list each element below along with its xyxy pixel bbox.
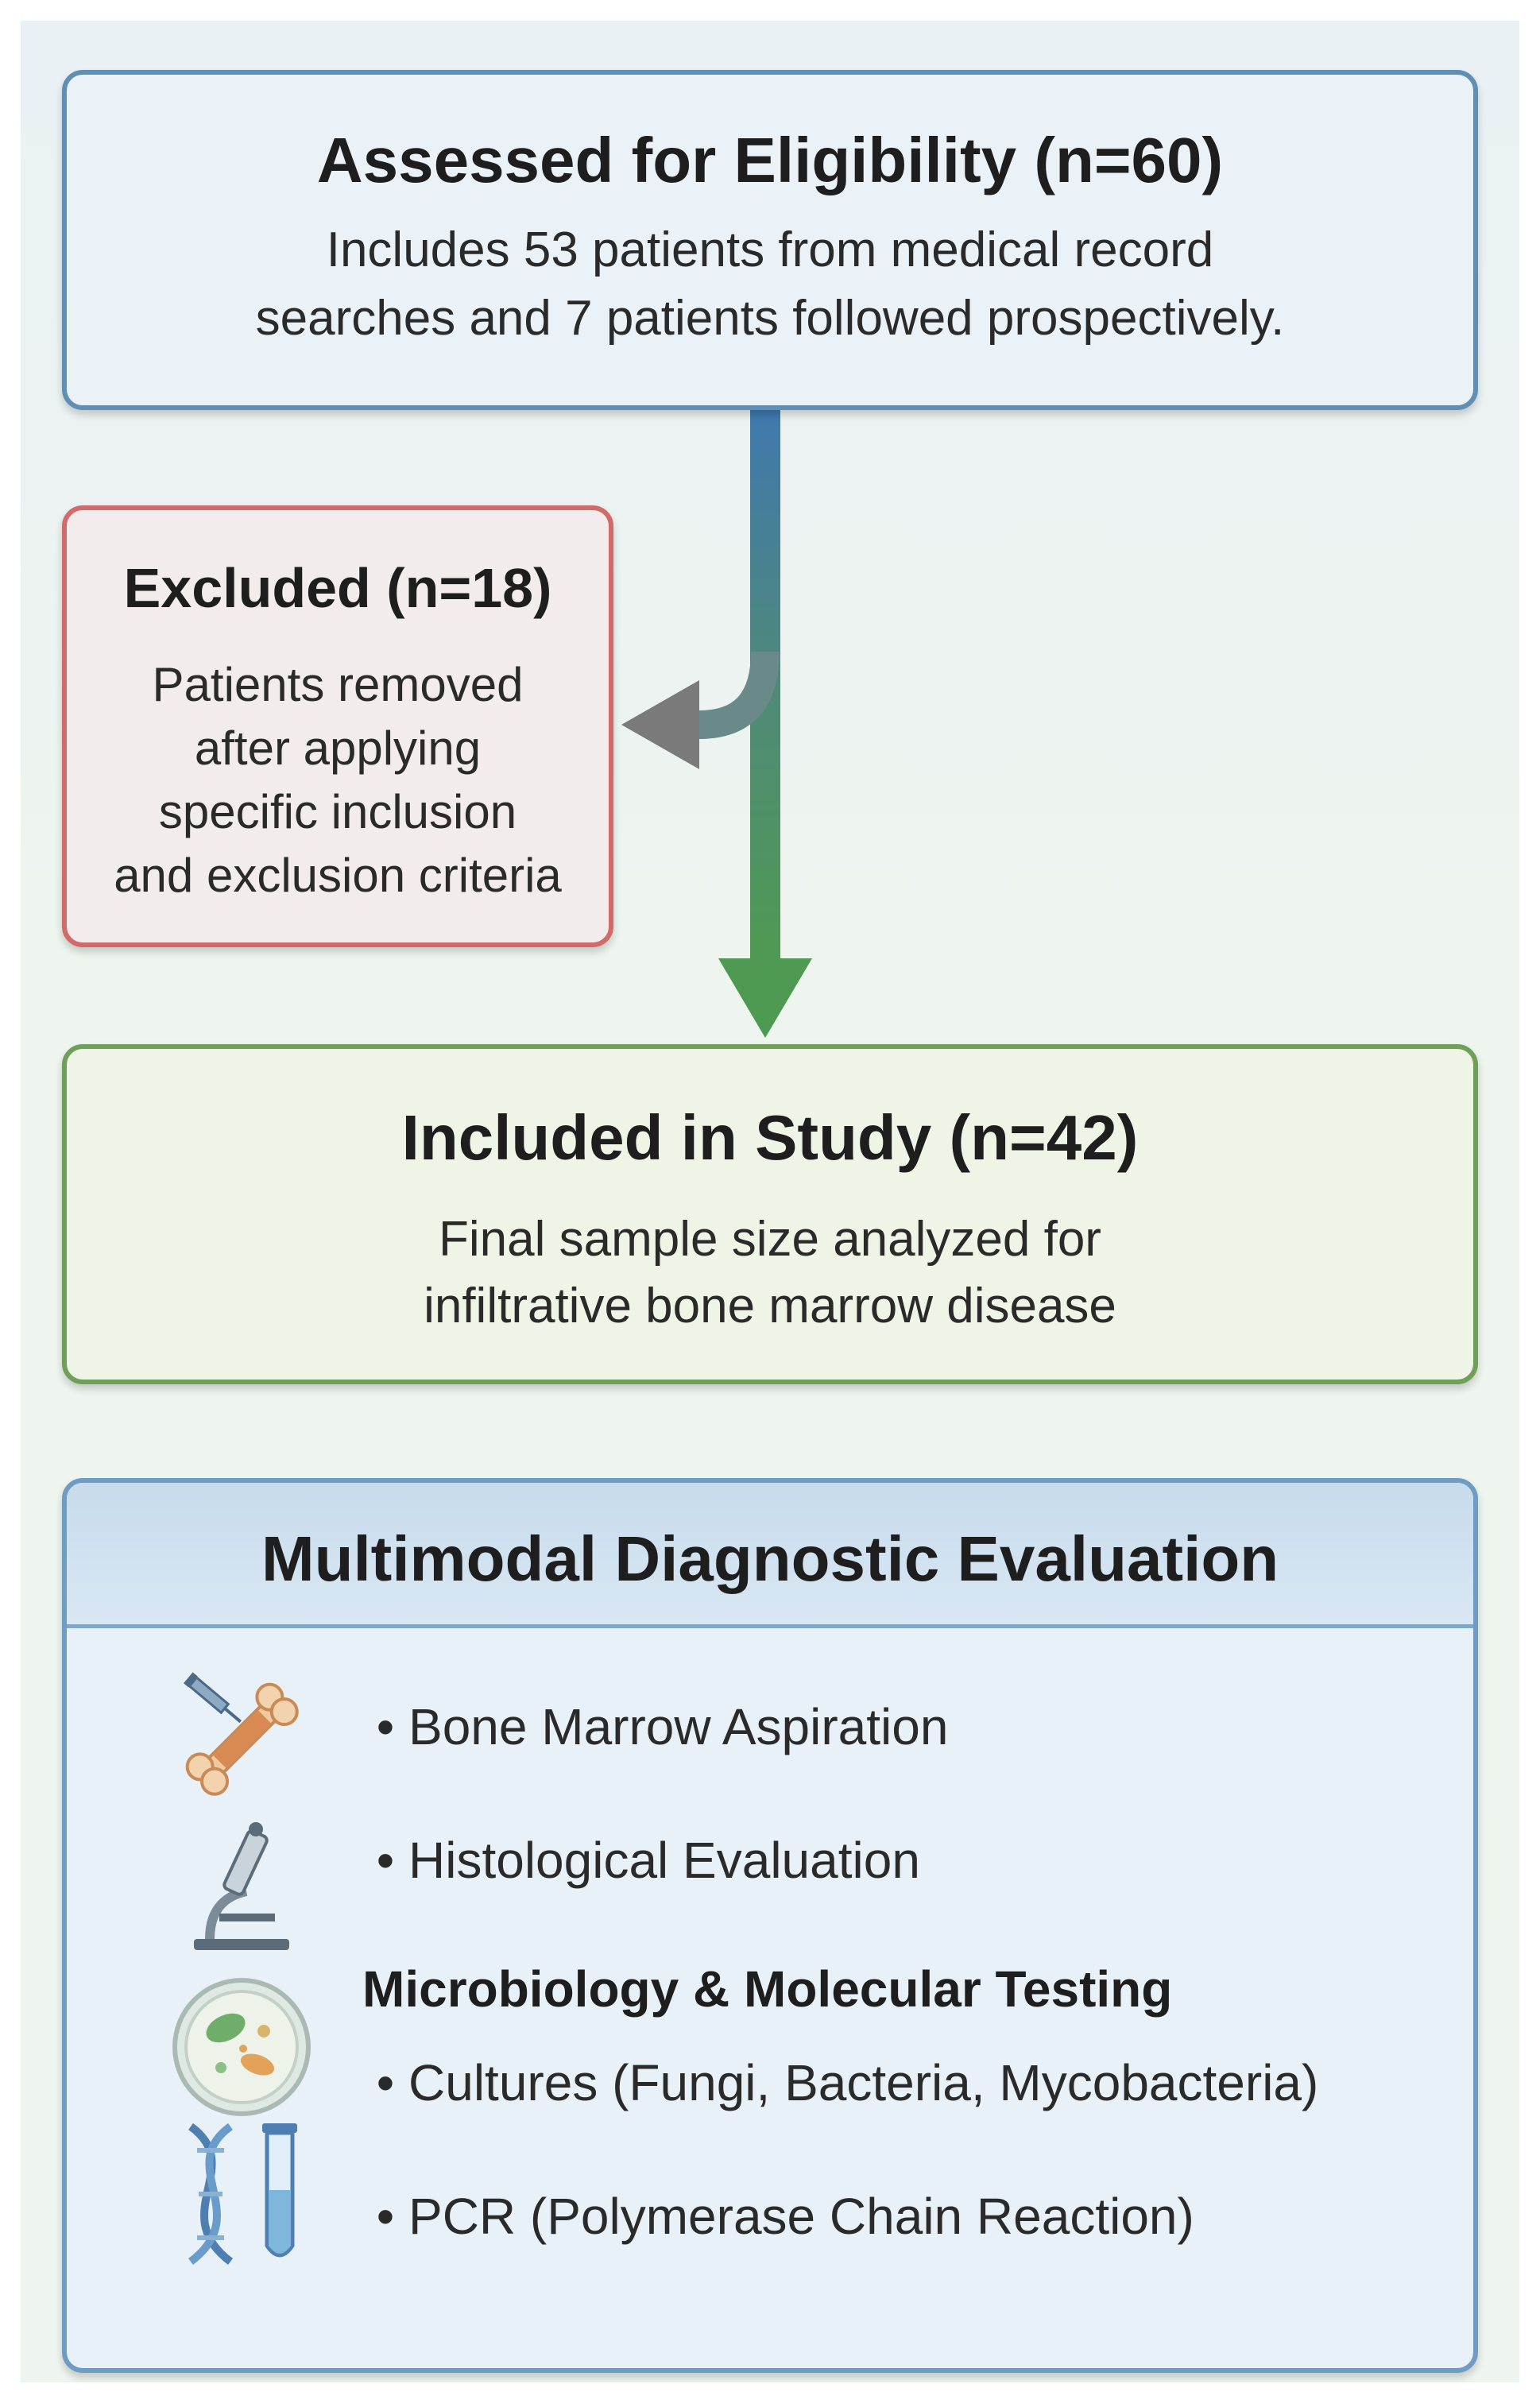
bullet: • — [376, 2054, 395, 2111]
excluded-desc-line-3: specific inclusion — [158, 785, 517, 838]
exclusion-arrow-head — [621, 680, 699, 769]
item-label: PCR (Polymerase Chain Reaction) — [408, 2188, 1194, 2245]
exclusion-arrow-curve — [683, 651, 780, 739]
subheading-microbiology: Microbiology & Molecular Testing — [362, 1960, 1173, 2018]
petri-dish-icon — [172, 1978, 311, 2116]
item-bone-marrow-aspiration: •Bone Marrow Aspiration — [362, 1697, 949, 1756]
assessed-title: Assessed for Eligibility (n=60) — [316, 125, 1224, 195]
item-label: Cultures (Fungi, Bacteria, Mycobacteria) — [408, 2054, 1319, 2111]
bone-syringe-icon — [184, 1672, 299, 1796]
dna-test-tube-icon — [188, 2123, 297, 2265]
bullet: • — [376, 1698, 395, 1755]
excluded-desc-line-2: after applying — [194, 722, 482, 775]
assessed-desc-line-2: searches and 7 patients followed prospec… — [255, 291, 1285, 346]
assessed-desc-line-1: Includes 53 patients from medical record — [326, 223, 1214, 277]
item-cultures: •Cultures (Fungi, Bacteria, Mycobacteria… — [362, 2053, 1319, 2112]
bullet: • — [376, 1832, 395, 1889]
assessed-box: Assessed for Eligibility (n=60) Includes… — [62, 70, 1478, 410]
excluded-desc-line-1: Patients removed — [152, 658, 524, 711]
included-description: Final sample size analyzed for infiltrat… — [162, 1206, 1378, 1340]
item-histological-evaluation: •Histological Evaluation — [362, 1831, 920, 1890]
evaluation-box: Multimodal Diagnostic Evaluation — [62, 1478, 1478, 2373]
excluded-title: Excluded (n=18) — [123, 557, 552, 619]
evaluation-title: Multimodal Diagnostic Evaluation — [261, 1523, 1279, 1594]
microscope-icon — [194, 1822, 289, 1950]
evaluation-header: Multimodal Diagnostic Evaluation — [67, 1483, 1473, 1628]
included-title: Included in Study (n=42) — [401, 1102, 1139, 1173]
excluded-box: Excluded (n=18) Patients removed after a… — [62, 505, 613, 947]
included-box: Included in Study (n=42) Final sample si… — [62, 1044, 1478, 1384]
included-desc-line-1: Final sample size analyzed for — [439, 1212, 1101, 1267]
excluded-description: Patients removed after applying specific… — [75, 653, 601, 907]
item-label: Histological Evaluation — [408, 1832, 920, 1889]
assessed-description: Includes 53 patients from medical record… — [162, 216, 1378, 353]
item-label: Bone Marrow Aspiration — [408, 1698, 949, 1755]
main-arrow-head — [718, 958, 812, 1038]
excluded-desc-line-4: and exclusion criteria — [114, 849, 562, 902]
item-pcr: •PCR (Polymerase Chain Reaction) — [362, 2187, 1194, 2246]
included-desc-line-2: infiltrative bone marrow disease — [424, 1279, 1116, 1333]
bullet: • — [376, 2188, 395, 2245]
